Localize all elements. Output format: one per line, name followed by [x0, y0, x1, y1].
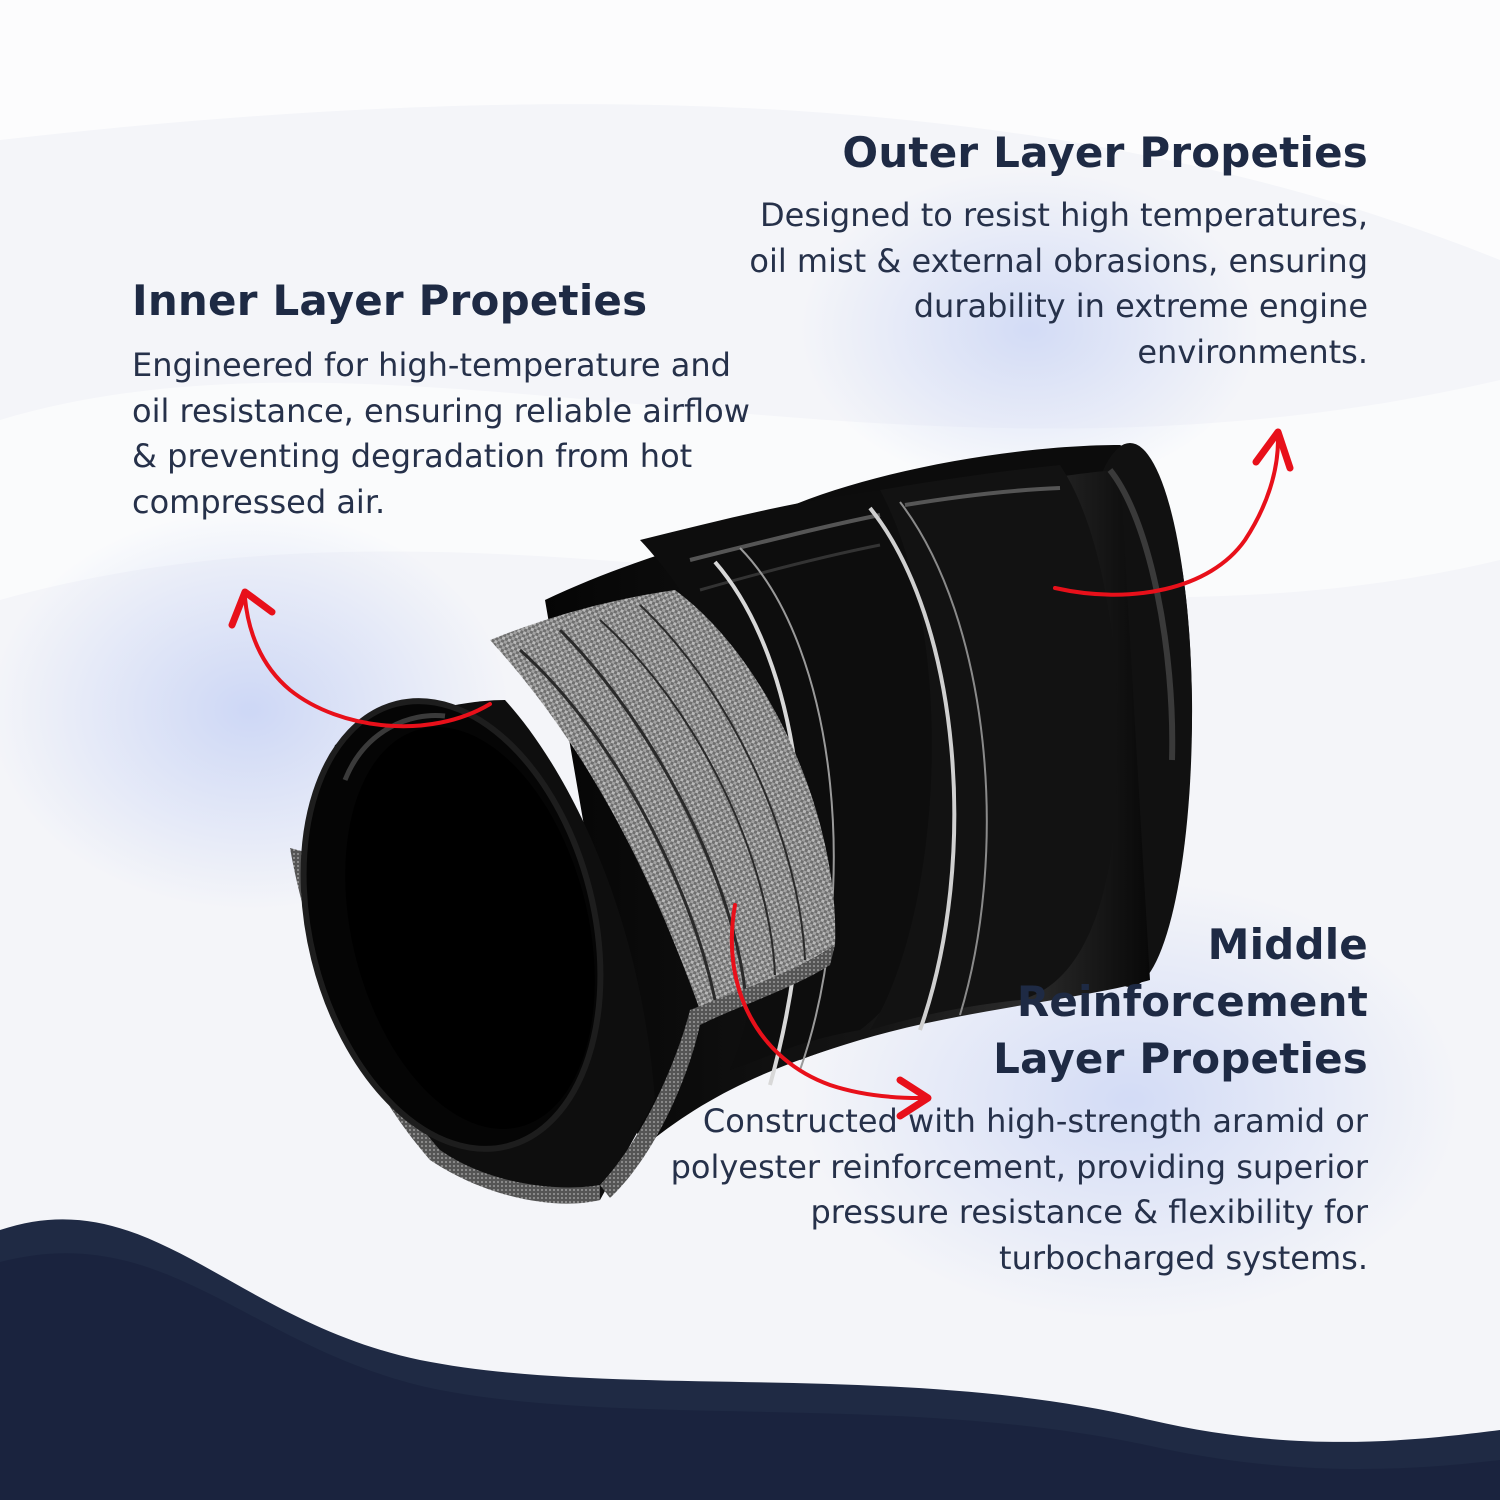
outer-layer-callout: Outer Layer Propeties Designed to resist…: [748, 124, 1368, 375]
inner-layer-callout: Inner Layer Propeties Engineered for hig…: [132, 272, 752, 525]
inner-layer-title: Inner Layer Propeties: [132, 276, 648, 325]
middle-layer-title-line: Layer Propeties: [993, 1034, 1368, 1083]
middle-layer-title: Middle Reinforcement Layer Propeties: [608, 916, 1368, 1087]
middle-layer-arrow: [729, 903, 922, 1100]
outer-layer-description: Designed to resist high temperatures, oi…: [749, 196, 1368, 371]
middle-layer-callout: Middle Reinforcement Layer Propeties Con…: [608, 916, 1368, 1281]
middle-layer-title-line: Reinforcement: [1016, 977, 1368, 1026]
callout-arrows: [228, 428, 1294, 1120]
outer-layer-title: Outer Layer Propeties: [842, 128, 1368, 177]
mesh-reinforcement-layer: [490, 590, 836, 1010]
inner-layer-arrow: [243, 596, 492, 729]
inner-layer-description: Engineered for high-temperature and oil …: [132, 346, 750, 521]
middle-layer-description: Constructed with high-strength aramid or…: [670, 1102, 1368, 1277]
middle-layer-title-line: Middle: [1207, 920, 1368, 969]
outer-layer-arrow: [1053, 438, 1280, 597]
